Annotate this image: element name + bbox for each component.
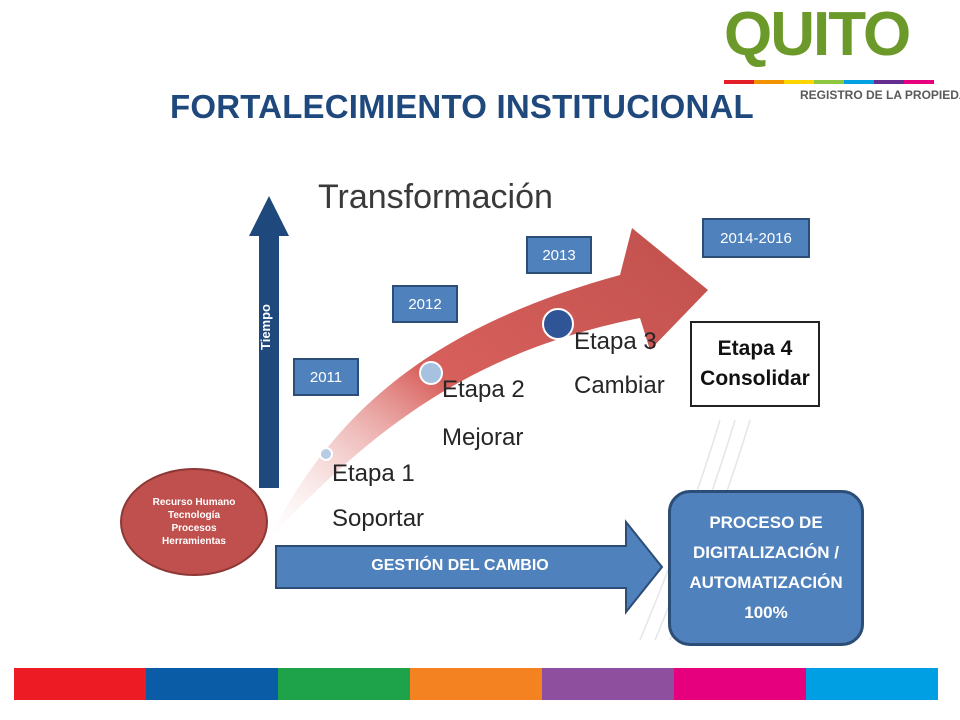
stage-2-name: Etapa 2: [442, 376, 525, 403]
resource-item: Herramientas: [162, 536, 226, 547]
stage-2-action: Mejorar: [442, 424, 524, 451]
stage-4-action: Consolidar: [700, 367, 810, 390]
logo-stripe-3: [784, 80, 814, 84]
logo-color-stripe: [724, 80, 934, 84]
stage-4-name: Etapa 4: [717, 337, 793, 360]
bottom-bar-segment: [14, 668, 146, 700]
digitalization-process-box: PROCESO DE DIGITALIZACIÓN / AUTOMATIZACI…: [668, 490, 864, 646]
bottom-bar-segment: [806, 668, 938, 700]
resource-item: Tecnología: [167, 510, 221, 521]
logo-subtitle: REGISTRO DE LA PROPIEDAD: [800, 88, 960, 102]
process-line: 100%: [744, 603, 788, 622]
bottom-color-bar: [14, 668, 938, 700]
process-line: AUTOMATIZACIÓN: [689, 573, 843, 592]
bottom-bar-segment: [278, 668, 410, 700]
year-2014-2016: 2014-2016: [702, 218, 810, 258]
process-line: PROCESO DE: [709, 513, 823, 532]
logo-stripe-1: [724, 80, 754, 84]
logo-stripe-5: [844, 80, 874, 84]
resource-item: Recurso Humano: [152, 497, 236, 508]
quito-logo: QUITO: [724, 0, 911, 69]
bottom-bar-segment: [410, 668, 542, 700]
page-title: FORTALECIMIENTO INSTITUCIONAL: [170, 88, 754, 125]
logo-stripe-7: [904, 80, 934, 84]
bottom-bar-segment: [542, 668, 674, 700]
logo-stripe-6: [874, 80, 904, 84]
stage-3-name: Etapa 3: [574, 328, 657, 355]
logo-stripe-2: [754, 80, 784, 84]
logo-stripe-4: [814, 80, 844, 84]
stage-3-dot: [542, 308, 574, 340]
stage-1-name: Etapa 1: [332, 460, 415, 487]
transformation-arrow: [268, 228, 708, 540]
time-arrow: [249, 196, 289, 488]
year-2011: 2011: [293, 358, 359, 396]
stage-1-action: Soportar: [332, 505, 425, 532]
resource-item: Procesos: [171, 523, 217, 534]
year-2013: 2013: [526, 236, 592, 274]
process-line: DIGITALIZACIÓN /: [692, 543, 840, 562]
stage-3-action: Cambiar: [574, 372, 665, 399]
transformation-heading: Transformación: [318, 178, 553, 216]
change-management-label: GESTIÓN DEL CAMBIO: [371, 557, 549, 574]
stage-4-box: Etapa 4 Consolidar: [690, 321, 820, 407]
resources-ellipse: Recurso Humano Tecnología Procesos Herra…: [120, 468, 268, 576]
time-axis-label: Tiempo: [258, 304, 273, 350]
bottom-bar-segment: [146, 668, 278, 700]
stage-2-dot: [419, 361, 443, 385]
stage-1-dot: [319, 447, 333, 461]
bottom-bar-segment: [674, 668, 806, 700]
year-2012: 2012: [392, 285, 458, 323]
change-arrow: [275, 519, 664, 615]
